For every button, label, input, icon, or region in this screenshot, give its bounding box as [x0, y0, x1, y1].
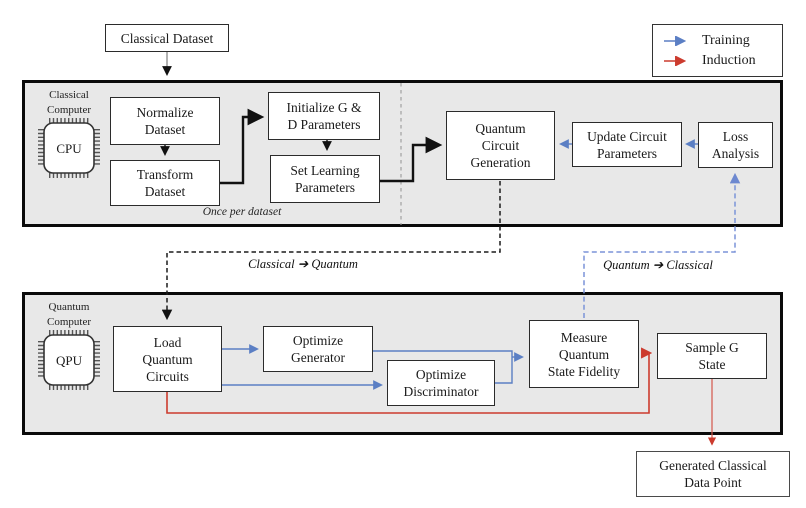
arrow-load-to-sampleg: [166, 347, 653, 414]
node-set-learning-params: Set Learning Parameters: [270, 155, 380, 203]
legend: Training Induction: [652, 24, 783, 77]
arrow-transform-to-initialize: [220, 108, 265, 185]
node-initialize-params: Initialize G & D Parameters: [268, 92, 380, 140]
quantum-computer-title: Quantum Computer: [47, 301, 91, 328]
induction-arrow-icon: [664, 55, 687, 66]
legend-label-training: Training: [702, 32, 750, 48]
line-optimizer-junction: [373, 350, 513, 384]
classical-to-quantum-label: Classical ➔ Quantum: [248, 257, 358, 271]
node-optimize-discriminator: Optimize Discriminator: [387, 360, 495, 406]
qpu-chip-icon: QPU: [34, 329, 104, 396]
once-per-dataset-note: Once per dataset: [202, 206, 282, 218]
legend-row-induction: Induction: [663, 53, 782, 69]
node-classical-dataset: Classical Dataset: [105, 24, 229, 52]
node-quantum-circuit-generation: Quantum Circuit Generation: [446, 111, 555, 180]
arrow-setlearning-to-circuitgeneration: [380, 136, 443, 183]
legend-row-training: Training: [663, 33, 782, 49]
node-normalize-dataset: Normalize Dataset: [110, 97, 220, 145]
arrow-circuitgeneration-to-loadcircuits: [161, 181, 501, 321]
cpu-chip-label: CPU: [56, 141, 82, 156]
quantum-to-classical-label: Quantum ➔ Classical: [603, 258, 713, 272]
training-arrow-icon: [664, 35, 687, 46]
node-optimize-generator: Optimize Generator: [263, 326, 373, 372]
node-generated-data-point: Generated Classical Data Point: [636, 451, 790, 497]
arrow-fidelity-to-lossanalysis: [583, 172, 741, 318]
legend-label-induction: Induction: [702, 52, 756, 68]
node-load-quantum-circuits: Load Quantum Circuits: [113, 326, 222, 392]
node-sample-g-state: Sample G State: [657, 333, 767, 379]
cpu-chip-icon: CPU: [34, 117, 104, 184]
node-loss-analysis: Loss Analysis: [698, 122, 773, 168]
qpu-chip-label: QPU: [56, 353, 83, 368]
node-update-circuit-params: Update Circuit Parameters: [572, 122, 682, 167]
node-transform-dataset: Transform Dataset: [110, 160, 220, 206]
node-measure-fidelity: Measure Quantum State Fidelity: [529, 320, 639, 388]
classical-computer-title: Classical Computer: [47, 89, 91, 116]
